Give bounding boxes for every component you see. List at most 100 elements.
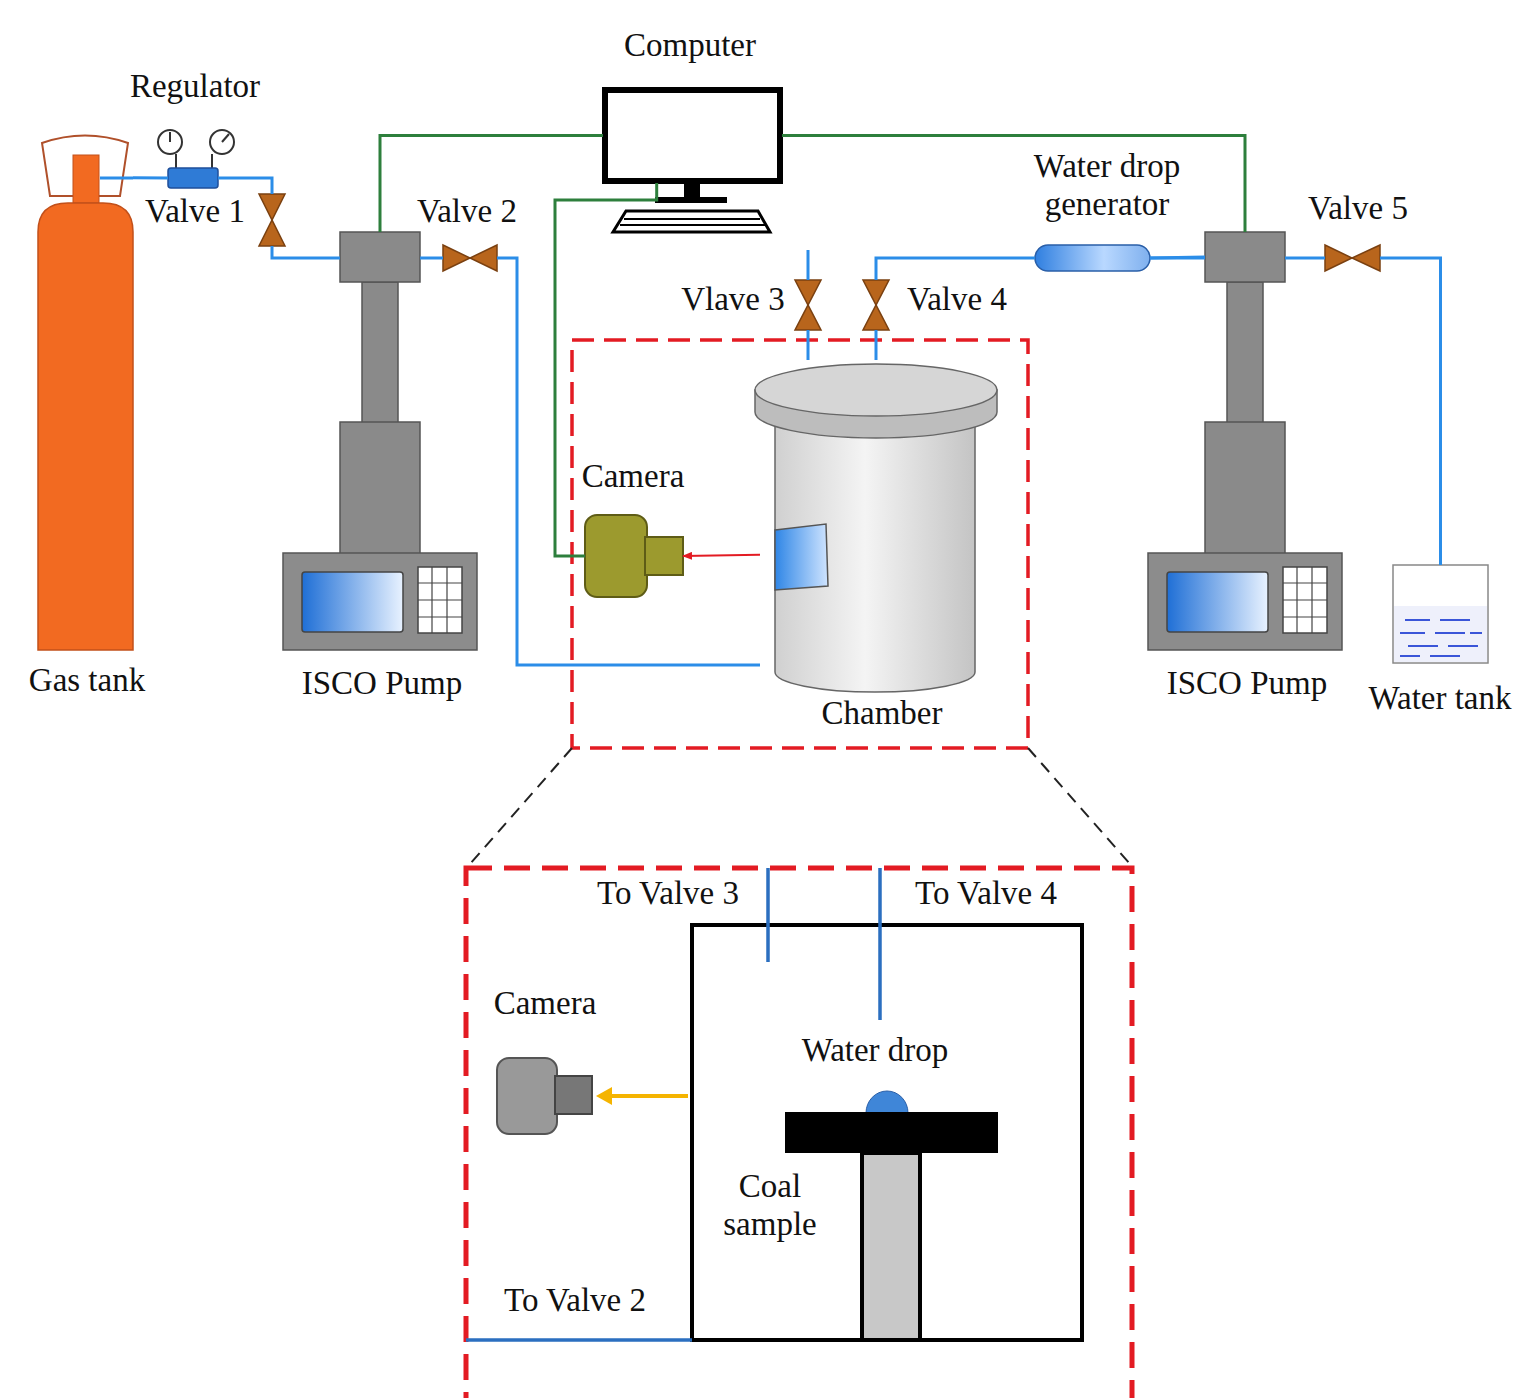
pipe-line <box>497 258 760 665</box>
view-arrow <box>608 1094 688 1098</box>
sample-stand <box>862 1153 920 1340</box>
equipment-label: Computer <box>580 27 800 65</box>
pipe-line <box>466 868 880 1340</box>
gas-cylinder <box>38 203 133 650</box>
valve-symbol <box>443 245 470 271</box>
syringe-pump <box>1148 232 1342 650</box>
equipment-label: Vlave 3 <box>668 281 798 319</box>
valve-symbol <box>795 280 821 305</box>
isco-pump-node: ISCO Pump <box>340 232 420 282</box>
water-drop-generator <box>1035 245 1205 271</box>
pressure-regulator <box>210 130 234 154</box>
valve-symbol <box>1325 245 1352 271</box>
pressure-regulator <box>222 134 229 142</box>
pressure-regulator <box>169 132 171 142</box>
computer-symbol <box>605 90 780 181</box>
part-label: To Valve 4 <box>886 875 1086 913</box>
equipment-label: ISCO Pump <box>1132 665 1362 703</box>
valve-symbol <box>795 305 821 330</box>
valve-symbol <box>259 194 285 220</box>
valve-node: Valve 5 <box>1325 245 1380 271</box>
pipe-line <box>807 330 810 360</box>
water-drop-generator <box>1035 245 1150 271</box>
part-label: To Valve 2 <box>475 1282 675 1320</box>
gas-cylinder <box>73 155 99 203</box>
computer-symbol <box>620 219 765 225</box>
camera-symbol <box>497 1058 557 1134</box>
pipe-line <box>1150 257 1205 258</box>
part-label: To Valve 3 <box>568 875 768 913</box>
syringe-pump <box>340 232 420 282</box>
zoom-line <box>470 748 1130 864</box>
valve-node: Valve 1 <box>259 194 285 246</box>
pressure-regulator <box>175 154 177 168</box>
camera-symbol <box>555 1076 592 1114</box>
water-drop-generator-node: Water drop generator <box>1035 245 1150 271</box>
syringe-pump <box>418 567 462 633</box>
syringe-pump <box>283 232 477 650</box>
signal-cable <box>782 136 1245 233</box>
computer-symbol <box>655 197 727 203</box>
camera-node: Camera <box>585 515 683 597</box>
pipe-line <box>133 176 168 179</box>
equipment-label: Valve 5 <box>1288 190 1428 228</box>
pipe-line <box>1380 258 1441 565</box>
computer-symbol <box>613 211 770 232</box>
equipment-label: Water drop generator <box>1007 148 1207 224</box>
pressure-chamber <box>775 405 975 692</box>
valve-node: Vlave 3 <box>795 280 821 330</box>
water-drop <box>866 1091 908 1113</box>
view-arrow <box>683 555 760 556</box>
water-tank <box>1400 620 1482 656</box>
gas-cylinder <box>100 177 133 180</box>
pipe-stub <box>807 250 810 280</box>
pressure-regulator <box>211 154 213 168</box>
valve-node: Valve 4 <box>863 280 889 330</box>
valve-node: Valve 2 <box>443 245 497 271</box>
part-label: Water drop <box>775 1032 975 1070</box>
syringe-pump <box>362 282 398 424</box>
syringe-pump <box>418 567 462 633</box>
computer-symbol <box>684 183 700 197</box>
syringe-pump <box>340 422 420 555</box>
pressure-chamber <box>775 524 828 590</box>
equipment-label: Valve 2 <box>397 193 537 231</box>
valve-symbol <box>259 220 285 246</box>
water-tank-node: Water tank <box>1393 565 1488 663</box>
sample-plate <box>785 1112 998 1153</box>
gas-tank-node: Gas tank <box>38 145 133 650</box>
chamber-section <box>692 925 1082 1340</box>
pressure-chamber <box>755 364 997 692</box>
pipe-line <box>875 330 878 360</box>
camera-symbol <box>497 1058 592 1134</box>
valve-symbol <box>863 280 889 305</box>
pipe-line <box>272 246 340 258</box>
pressure-chamber <box>755 364 997 416</box>
computer-symbol <box>605 90 780 232</box>
equipment-label: Valve 4 <box>892 281 1022 319</box>
camera-symbol <box>585 515 647 597</box>
gas-cylinder <box>38 136 133 651</box>
water-tank <box>1393 565 1488 663</box>
equipment-label: ISCO Pump <box>267 665 497 703</box>
syringe-pump <box>283 553 477 650</box>
pipe-line <box>876 258 1035 280</box>
camera-symbol <box>585 515 683 597</box>
pressure-regulator <box>158 130 182 154</box>
part-label: Camera <box>465 985 625 1023</box>
equipment-label: Gas tank <box>0 662 187 700</box>
pipe-line <box>1285 257 1325 260</box>
equipment-label: Water tank <box>1340 680 1532 718</box>
valve-symbol <box>1352 245 1380 271</box>
water-tank <box>1393 565 1488 663</box>
equipment-label: Regulator <box>85 68 305 106</box>
pipe-line <box>420 257 443 260</box>
equipment-label: Chamber <box>772 695 992 733</box>
part-label: Coal sample <box>705 1168 835 1244</box>
camera-symbol <box>645 537 683 575</box>
syringe-pump <box>302 572 403 632</box>
detail-frame <box>466 868 1132 1398</box>
water-drop-generator <box>1150 257 1205 260</box>
valve-symbol <box>863 305 889 330</box>
computer-node: Computer <box>603 88 782 183</box>
